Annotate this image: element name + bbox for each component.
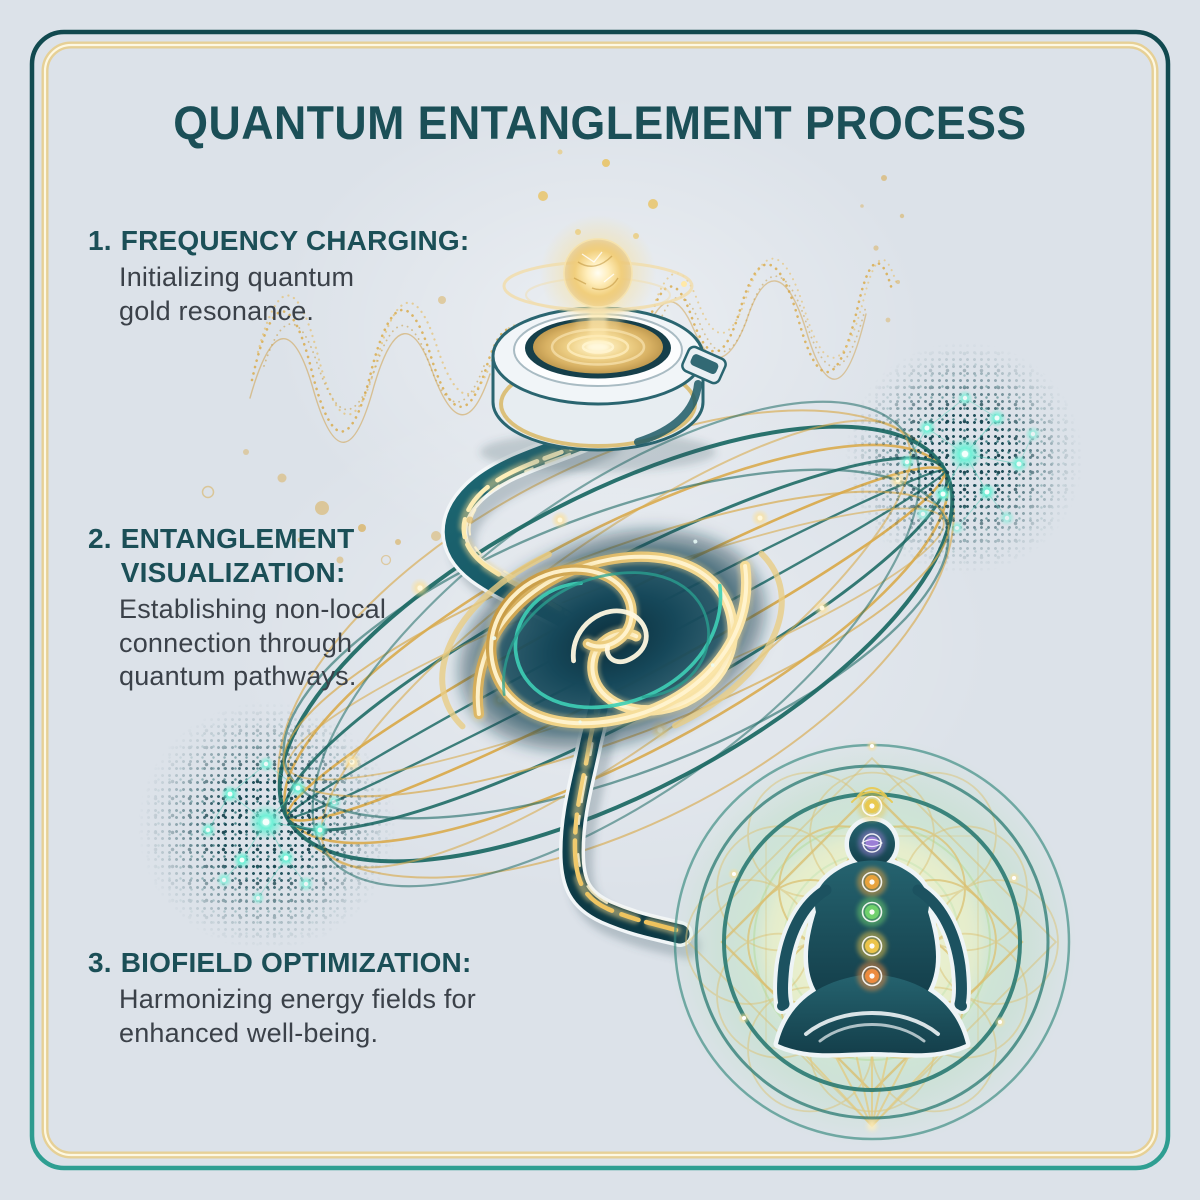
chakra-solar-icon [857,931,887,961]
vortex-icon [439,529,785,751]
frame-teal-line [29,29,1171,1171]
decorative-frame [29,29,1171,1171]
particle-cloud-left [138,702,396,950]
step-3-heading: BIOFIELD OPTIMIZATION: [120,947,472,978]
step-3-number: 3. [88,947,112,978]
mandala-sparkles-icon [728,740,1020,1131]
step-3-description: Harmonizing energy fields for enhanced w… [119,984,476,1048]
energy-orb-icon [502,215,694,331]
step-2-number: 2. [88,523,112,554]
gold-specks-icon [860,175,905,323]
step-1-heading: FREQUENCY CHARGING: [120,225,470,256]
gold-wave-right-icon [645,175,905,380]
step-2-heading: ENTANGLEMENT VISUALIZATION: [120,523,355,589]
page-title: QUANTUM ENTANGLEMENT PROCESS [173,96,1027,150]
step-2-description: Establishing non-local connection throug… [119,594,387,692]
step-1-frequency-charging: 1. FREQUENCY CHARGING: Initializing quan… [88,224,608,328]
step-3-biofield-optimization: 3. BIOFIELD OPTIMIZATION: Harmonizing en… [88,946,608,1050]
chakra-sacral-icon [857,961,887,991]
charging-device-icon [480,139,727,472]
constellation-left-icon [200,756,342,905]
gold-bubbles-icon [201,296,474,566]
meditator-icon [773,787,971,1058]
chakra-throat-icon [857,867,887,897]
step-1-description: Initializing quantum gold resonance. [119,262,355,326]
frame-gold-highlight [43,43,1157,1157]
constellation-right-icon [899,390,1041,535]
chakra-third-eye-icon [858,829,886,857]
chakra-heart-icon [857,897,887,927]
chakra-crown-icon [851,787,893,821]
particle-cloud-right [845,342,1083,574]
step-1-number: 1. [88,225,112,256]
step-2-entanglement-visualization: 2. ENTANGLEMENT VISUALIZATION: Establish… [88,522,608,694]
